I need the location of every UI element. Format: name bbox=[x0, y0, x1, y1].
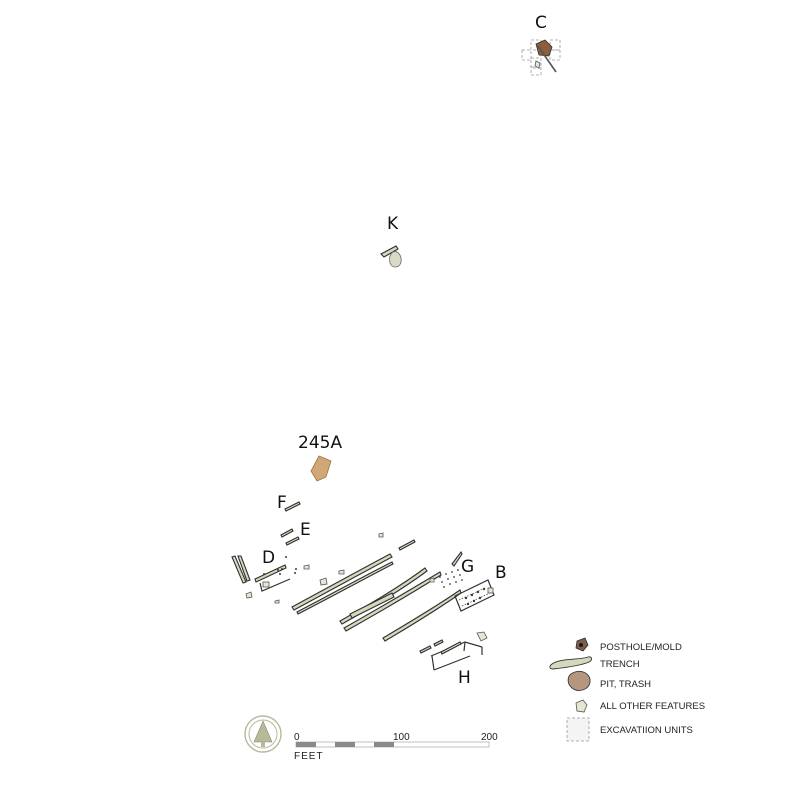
trench-c bbox=[537, 45, 557, 73]
excavation-units-c bbox=[521, 39, 561, 76]
trench-short-2 bbox=[451, 550, 463, 567]
legend-trench: TRENCH bbox=[549, 656, 640, 670]
trench-h-2 bbox=[433, 639, 444, 647]
feature-d-2 bbox=[274, 599, 280, 604]
label-245a: 245A bbox=[298, 433, 342, 453]
legend-trench-label: TRENCH bbox=[600, 659, 640, 670]
scale-tick-0: 0 bbox=[294, 732, 300, 743]
legend-pit-label: PIT, TRASH bbox=[600, 679, 651, 690]
label-e: E bbox=[300, 520, 311, 540]
trench-e-2 bbox=[285, 536, 300, 546]
locus-b: B bbox=[454, 563, 507, 612]
locus-g: G bbox=[439, 557, 474, 588]
locus-h: H bbox=[419, 631, 488, 688]
feature-c-small bbox=[534, 60, 541, 69]
legend-posthole-label: POSTHOLE/MOLD bbox=[600, 642, 682, 653]
trench-swatch-icon bbox=[549, 656, 592, 670]
scale-bar: 0 100 200 FEET bbox=[294, 732, 498, 762]
postholes-g bbox=[439, 569, 463, 588]
label-b: B bbox=[495, 563, 507, 583]
north-arrow-icon bbox=[244, 715, 282, 753]
pit-245a bbox=[310, 455, 332, 482]
feature-245a: 245A bbox=[298, 433, 342, 482]
locus-c: C bbox=[521, 13, 561, 76]
postholes-b bbox=[464, 587, 486, 606]
feature-h-1 bbox=[476, 631, 488, 642]
trench-short-1 bbox=[398, 539, 416, 551]
legend: POSTHOLE/MOLD TRENCH PIT, TRASH ALL OTHE… bbox=[549, 637, 705, 742]
pit-c bbox=[535, 39, 553, 57]
locus-d: D bbox=[231, 548, 310, 604]
structure-b bbox=[454, 579, 495, 612]
legend-units-label: EXCAVATIION UNITS bbox=[600, 725, 693, 736]
legend-other: ALL OTHER FEATURES bbox=[575, 699, 705, 713]
scale-unit: FEET bbox=[294, 751, 324, 762]
structure-d bbox=[259, 578, 291, 592]
locus-k: K bbox=[380, 214, 402, 268]
feature-b bbox=[487, 587, 494, 594]
trench-long-2 bbox=[296, 561, 394, 615]
trench-long-5 bbox=[349, 592, 395, 619]
feature-center-2 bbox=[338, 569, 345, 575]
trench-e-1 bbox=[280, 528, 294, 538]
feature-d-3 bbox=[303, 564, 310, 570]
feature-center-4 bbox=[429, 577, 435, 583]
feature-d-box bbox=[262, 581, 270, 588]
trench-d-2 bbox=[237, 555, 251, 582]
pit-k bbox=[389, 251, 402, 268]
structure-h-bottom bbox=[433, 655, 471, 671]
label-c: C bbox=[535, 13, 547, 33]
trench-long-4 bbox=[343, 571, 442, 632]
postholes-d bbox=[263, 556, 297, 575]
legend-posthole: POSTHOLE/MOLD bbox=[575, 637, 682, 653]
legend-other-label: ALL OTHER FEATURES bbox=[600, 701, 705, 712]
label-h: H bbox=[458, 668, 471, 688]
scale-tick-100: 100 bbox=[393, 732, 410, 743]
trench-long-1 bbox=[291, 553, 393, 611]
feature-center-1 bbox=[319, 577, 328, 586]
center-trenches bbox=[291, 532, 463, 642]
label-g: G bbox=[461, 557, 474, 577]
trench-d-1 bbox=[231, 555, 247, 584]
trench-h-3 bbox=[440, 641, 462, 655]
scale-tick-200: 200 bbox=[481, 732, 498, 743]
unit-swatch-icon bbox=[566, 717, 590, 742]
legend-units: EXCAVATIION UNITS bbox=[566, 717, 693, 742]
label-d: D bbox=[262, 548, 275, 568]
pit-swatch-icon bbox=[567, 671, 591, 691]
feature-center-3 bbox=[378, 532, 384, 538]
legend-pit: PIT, TRASH bbox=[567, 671, 651, 691]
locus-e: E bbox=[280, 520, 311, 546]
locus-f: F bbox=[277, 493, 301, 513]
trench-long-6 bbox=[382, 589, 462, 642]
trench-k bbox=[380, 245, 399, 258]
feature-swatch-icon bbox=[575, 699, 588, 713]
trench-f bbox=[284, 501, 301, 512]
label-f: F bbox=[277, 493, 287, 513]
trench-h-1 bbox=[419, 645, 432, 654]
feature-d-1 bbox=[245, 591, 253, 599]
label-k: K bbox=[387, 214, 399, 234]
